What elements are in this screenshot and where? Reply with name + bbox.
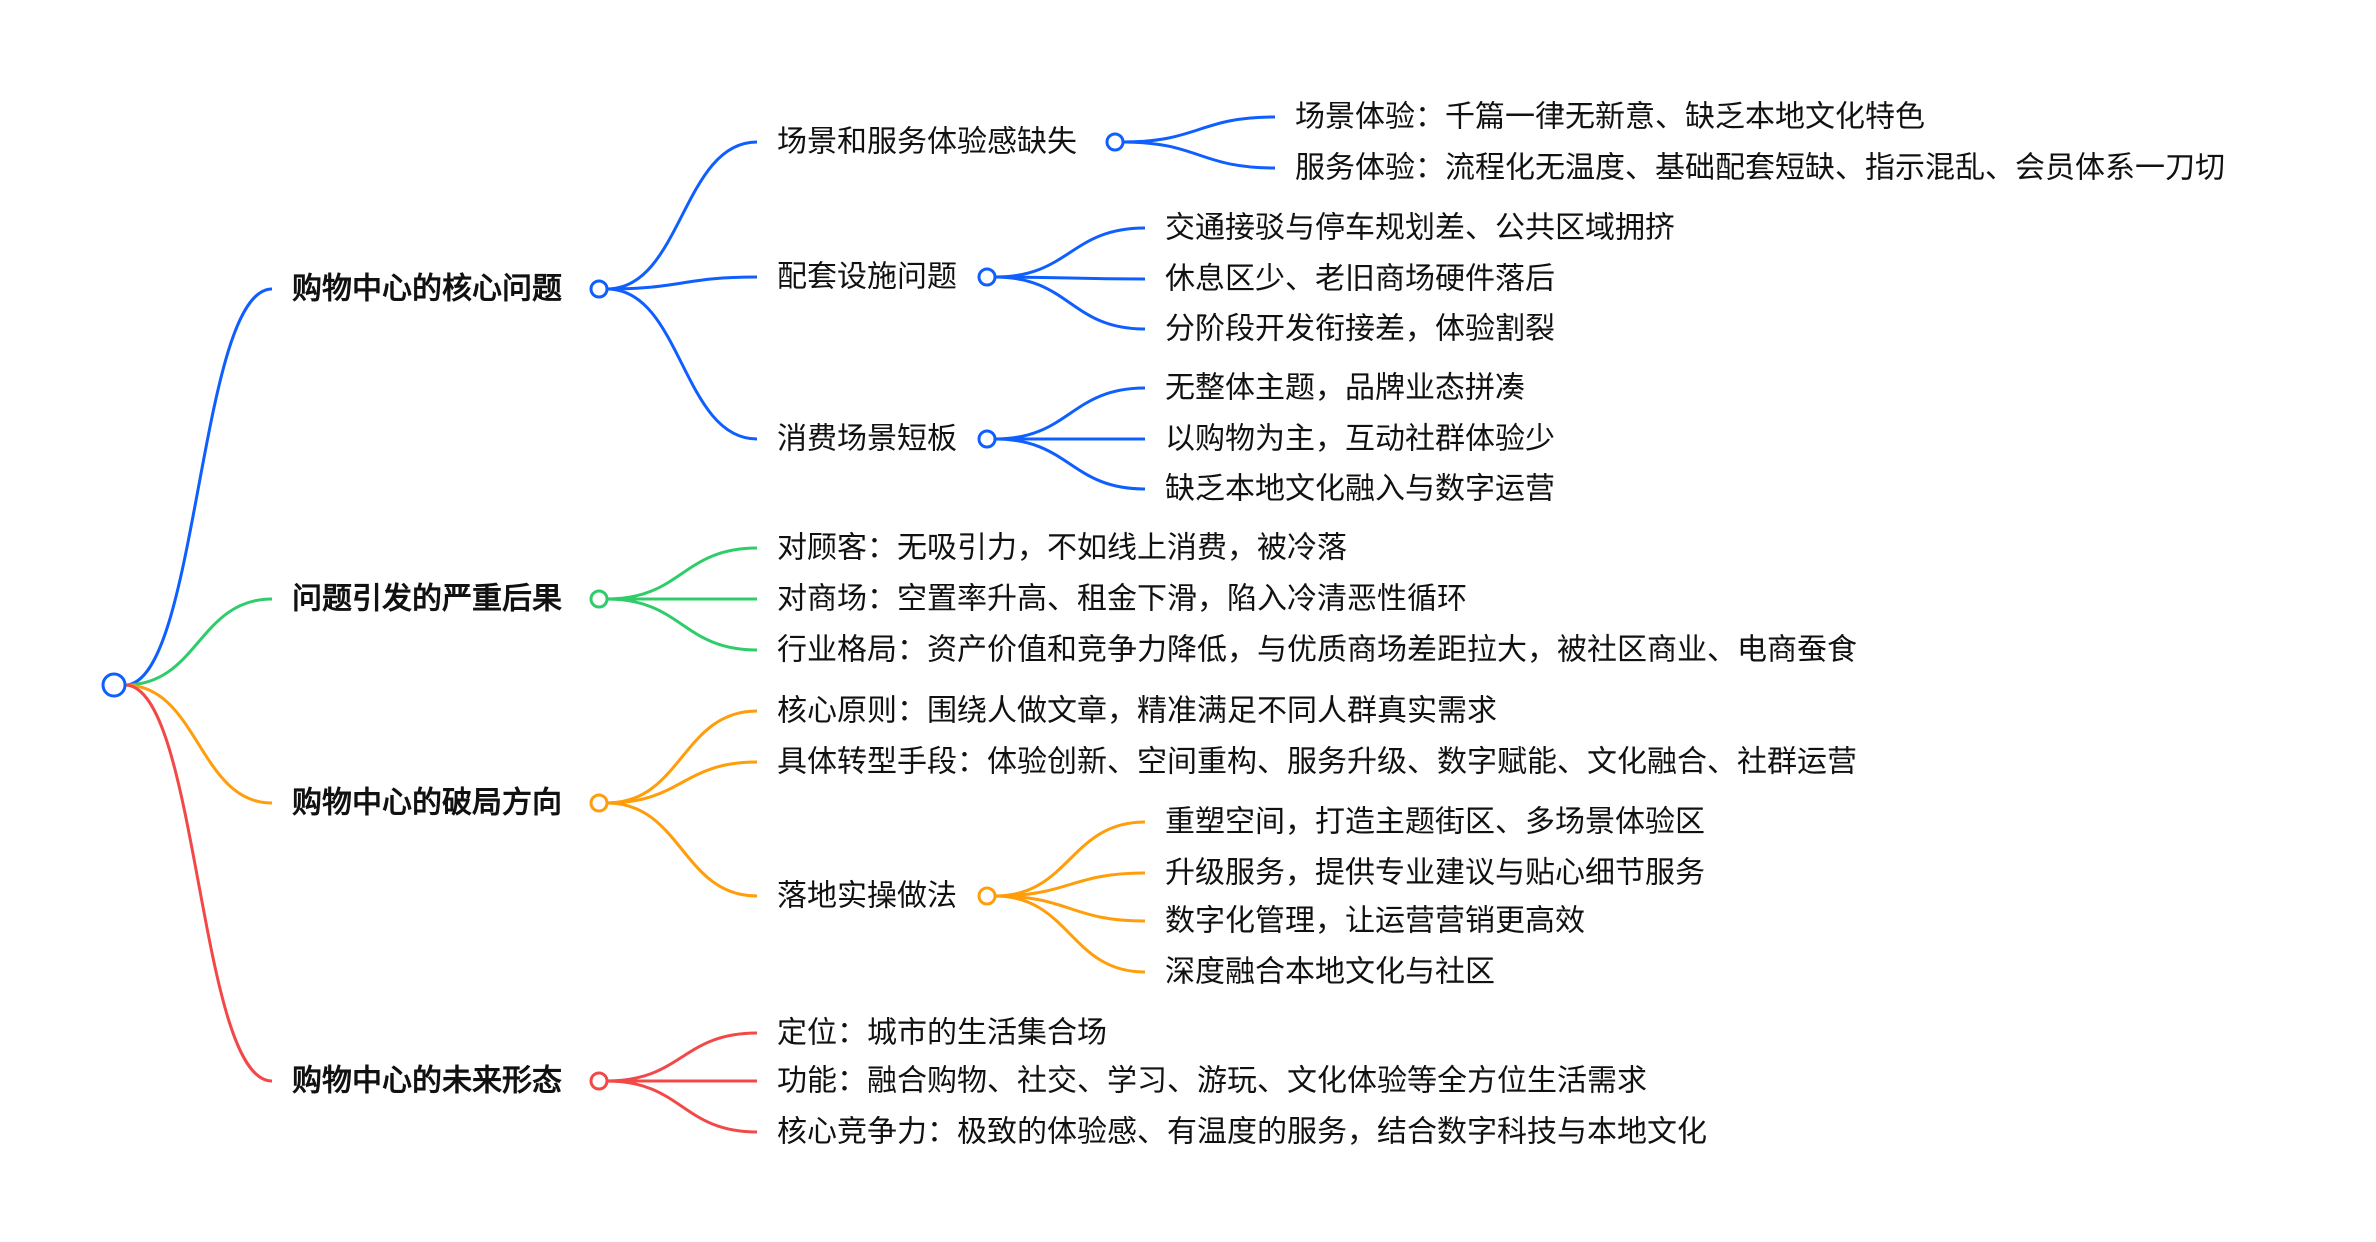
connector-line bbox=[124, 597, 273, 687]
connector-line bbox=[124, 683, 273, 805]
node-label-level-2[interactable]: 消费场景短板 bbox=[777, 422, 957, 457]
node-label-level-2[interactable]: 核心原则：围绕人做文章，精准满足不同人群真实需求 bbox=[777, 694, 1497, 729]
collapse-toggle-icon[interactable] bbox=[589, 279, 609, 299]
connector-line bbox=[606, 709, 758, 805]
connector-line bbox=[606, 140, 758, 291]
connector-line bbox=[606, 1031, 758, 1083]
node-label-level-2[interactable]: 对顾客：无吸引力，不如线上消费，被冷落 bbox=[777, 531, 1347, 566]
connector-line bbox=[606, 546, 758, 601]
connector-line bbox=[994, 275, 1146, 281]
node-label-level-2[interactable]: 落地实操做法 bbox=[777, 879, 957, 914]
node-label-level-3[interactable]: 以购物为主，互动社群体验少 bbox=[1165, 422, 1555, 457]
connector-line bbox=[1122, 140, 1276, 170]
connector-line bbox=[994, 894, 1146, 923]
collapse-toggle-icon[interactable] bbox=[977, 267, 997, 287]
node-label-level-3[interactable]: 升级服务，提供专业建议与贴心细节服务 bbox=[1165, 856, 1705, 891]
connector-line bbox=[606, 760, 758, 805]
node-label-level-2[interactable]: 核心竞争力：极致的体验感、有温度的服务，结合数字科技与本地文化 bbox=[777, 1115, 1707, 1150]
connector-line bbox=[1122, 115, 1276, 144]
connector-line bbox=[994, 386, 1146, 441]
connector-line bbox=[994, 275, 1146, 331]
collapse-toggle-icon[interactable] bbox=[589, 793, 609, 813]
connector-line bbox=[994, 226, 1146, 279]
collapse-toggle-icon[interactable] bbox=[977, 429, 997, 449]
connector-line bbox=[606, 1079, 758, 1134]
node-label-level-3[interactable]: 重塑空间，打造主题街区、多场景体验区 bbox=[1165, 805, 1705, 840]
node-label-level-3[interactable]: 无整体主题，品牌业态拼凑 bbox=[1165, 371, 1525, 406]
node-label-level-3[interactable]: 数字化管理，让运营营销更高效 bbox=[1165, 904, 1585, 939]
node-label-level-3[interactable]: 服务体验：流程化无温度、基础配套短缺、指示混乱、会员体系一刀切 bbox=[1295, 151, 2225, 186]
node-label-level-3[interactable]: 场景体验：千篇一律无新意、缺乏本地文化特色 bbox=[1295, 100, 1925, 135]
connector-line bbox=[124, 287, 273, 687]
connector-line bbox=[994, 820, 1146, 898]
connector-line bbox=[606, 275, 758, 291]
node-label-level-3[interactable]: 缺乏本地文化融入与数字运营 bbox=[1165, 472, 1555, 507]
collapse-toggle-icon[interactable] bbox=[1105, 132, 1125, 152]
node-label-level-3[interactable]: 交通接驳与停车规划差、公共区域拥挤 bbox=[1165, 211, 1675, 246]
node-label-level-2[interactable]: 配套设施问题 bbox=[777, 260, 957, 295]
connector-line bbox=[994, 871, 1146, 898]
connector-line bbox=[124, 683, 273, 1083]
mindmap-edges bbox=[124, 115, 1276, 1134]
node-label-level-3[interactable]: 深度融合本地文化与社区 bbox=[1165, 955, 1495, 990]
node-label-level-2[interactable]: 行业格局：资产价值和竞争力降低，与优质商场差距拉大，被社区商业、电商蚕食 bbox=[777, 633, 1857, 668]
node-label-level-1[interactable]: 问题引发的严重后果 bbox=[292, 582, 562, 617]
node-label-level-3[interactable]: 分阶段开发衔接差，体验割裂 bbox=[1165, 312, 1555, 347]
root-node-icon[interactable] bbox=[101, 672, 127, 698]
node-label-level-1[interactable]: 购物中心的破局方向 bbox=[292, 786, 562, 821]
node-label-level-2[interactable]: 具体转型手段：体验创新、空间重构、服务升级、数字赋能、文化融合、社群运营 bbox=[777, 745, 1857, 780]
mindmap-nodes: 购物中心的核心问题 场景和服务体验感缺失 场景体验：千篇一律无新意、缺乏本地文化特色… bbox=[101, 100, 2225, 1150]
node-label-level-3[interactable]: 休息区少、老旧商场硬件落后 bbox=[1165, 262, 1555, 297]
node-label-level-1[interactable]: 购物中心的未来形态 bbox=[292, 1064, 562, 1099]
connector-line bbox=[994, 437, 1146, 491]
node-label-level-2[interactable]: 对商场：空置率升高、租金下滑，陷入冷清恶性循环 bbox=[777, 582, 1467, 617]
node-label-level-2[interactable]: 功能：融合购物、社交、学习、游玩、文化体验等全方位生活需求 bbox=[777, 1064, 1647, 1099]
node-label-level-2[interactable]: 定位：城市的生活集合场 bbox=[777, 1016, 1107, 1051]
connector-line bbox=[606, 597, 758, 652]
collapse-toggle-icon[interactable] bbox=[977, 886, 997, 906]
connector-line bbox=[606, 801, 758, 898]
connector-line bbox=[994, 894, 1146, 974]
collapse-toggle-icon[interactable] bbox=[589, 1071, 609, 1091]
node-label-level-2[interactable]: 场景和服务体验感缺失 bbox=[777, 125, 1077, 160]
connector-line bbox=[606, 287, 758, 441]
node-label-level-1[interactable]: 购物中心的核心问题 bbox=[292, 272, 562, 307]
collapse-toggle-icon[interactable] bbox=[589, 589, 609, 609]
